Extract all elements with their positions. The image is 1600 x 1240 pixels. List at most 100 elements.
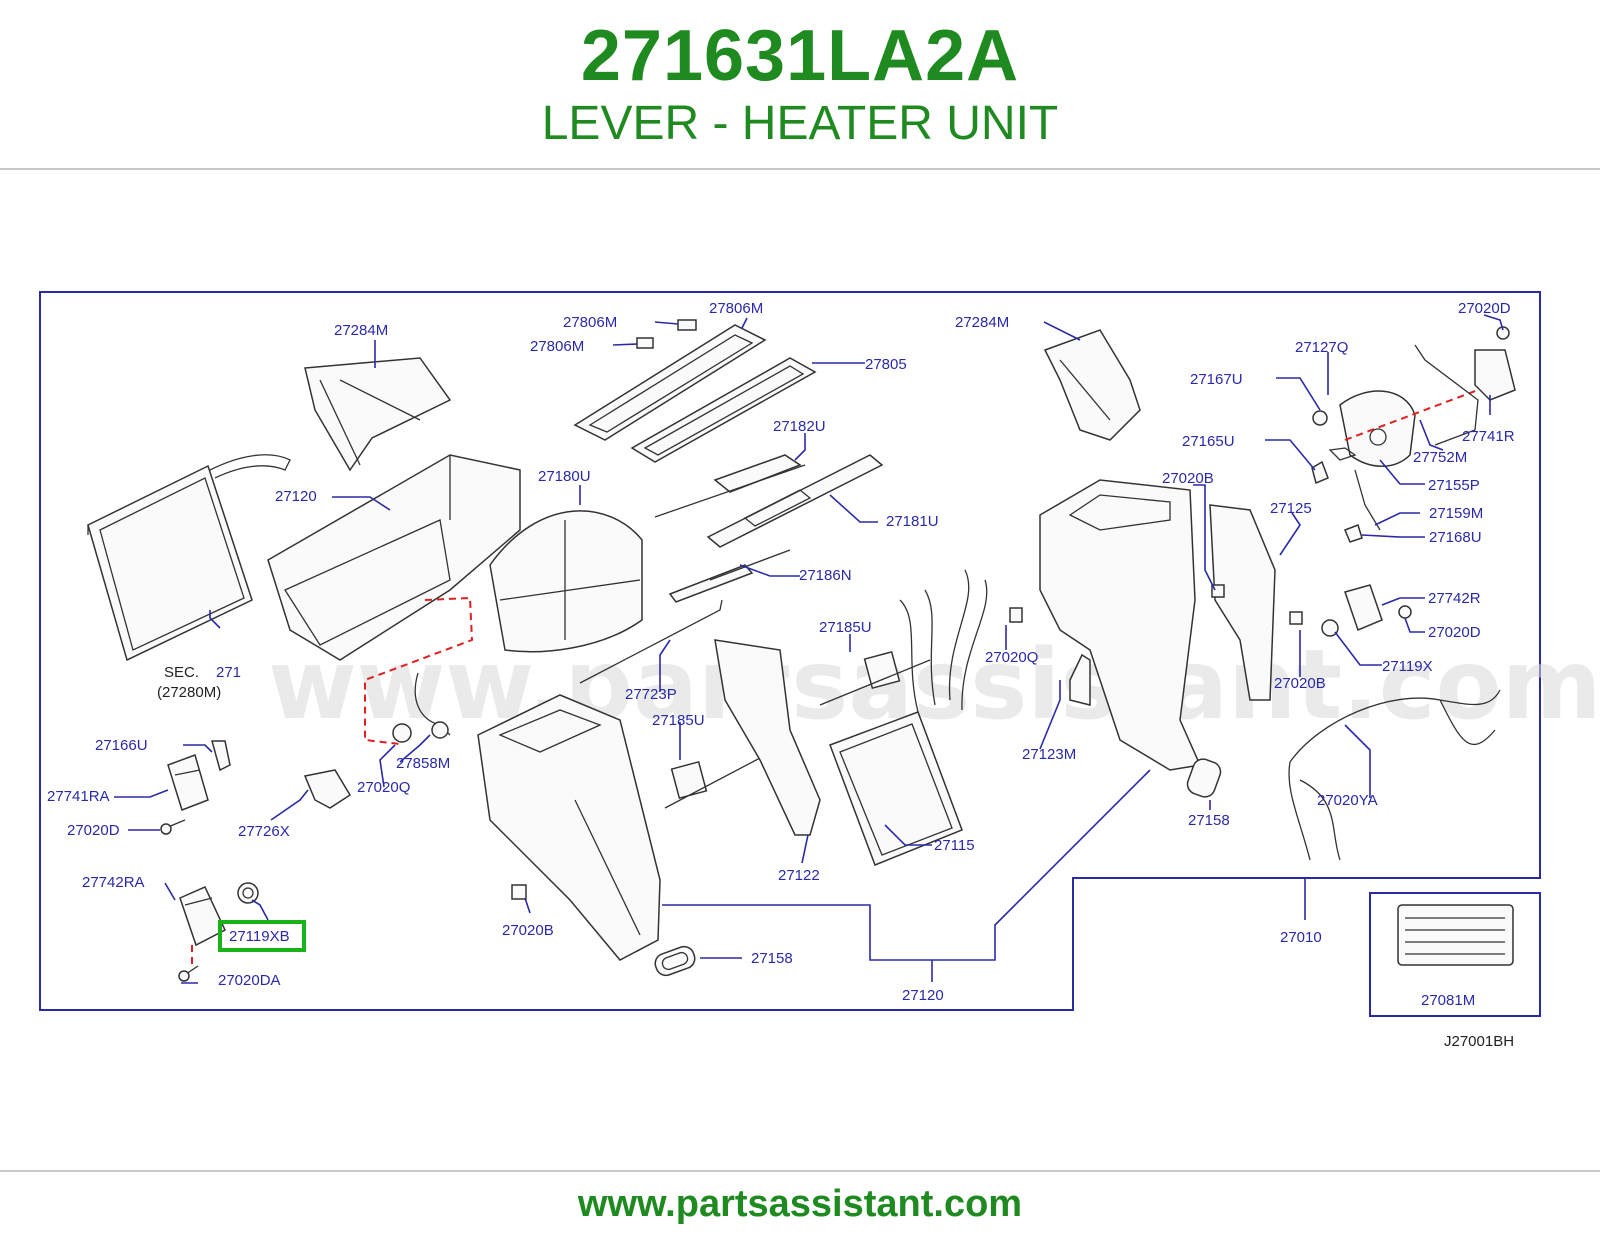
parts-diagram: www.partsassistant.com: [39, 291, 1600, 1050]
label-27020B-center[interactable]: 27020B: [502, 922, 554, 939]
clip-27168U: [1344, 524, 1363, 543]
screw-27020DA: [178, 965, 199, 982]
label-27119X[interactable]: 27119X: [1382, 658, 1433, 675]
bracket-27123M: [1069, 653, 1091, 706]
label-27020B-top[interactable]: 27020B: [1162, 470, 1214, 487]
evaporator-core: [87, 454, 291, 662]
label-27182U[interactable]: 27182U: [773, 418, 826, 435]
label-27123M[interactable]: 27123M: [1022, 746, 1076, 763]
leader-lines: [114, 314, 1504, 984]
screw-27020D-top: [1496, 326, 1510, 340]
header-divider: [0, 168, 1600, 170]
label-plate-27081M: [1397, 904, 1514, 966]
lever-27155P: [1339, 390, 1416, 467]
harness-27020YA: [1288, 689, 1501, 861]
label-27284M-left[interactable]: 27284M: [334, 322, 388, 339]
clip-27806M-a: [677, 319, 697, 331]
dashed-link-left: [364, 596, 474, 745]
label-27741RA[interactable]: 27741RA: [47, 788, 110, 805]
label-27186N[interactable]: 27186N: [799, 567, 852, 584]
label-27741R[interactable]: 27741R: [1462, 428, 1515, 445]
part-labels: 27284M 27806M 27806M 27806M 27805 27284M…: [47, 300, 1515, 1050]
hose-27858M: [392, 672, 451, 743]
label-27185U-lower[interactable]: 27185U: [652, 712, 705, 729]
air-filter-27805: [630, 357, 817, 463]
label-27010[interactable]: 27010: [1280, 929, 1322, 946]
gasket-27158-right: [1186, 758, 1222, 798]
label-27806M-lower[interactable]: 27806M: [530, 338, 584, 355]
housing-right: [1039, 479, 1202, 771]
label-27723P[interactable]: 27723P: [625, 686, 677, 703]
label-27180U[interactable]: 27180U: [538, 468, 591, 485]
label-27181U[interactable]: 27181U: [886, 513, 939, 530]
actuator-27742RA: [179, 886, 226, 947]
label-27806M-right[interactable]: 27806M: [709, 300, 763, 317]
label-27726X[interactable]: 27726X: [238, 823, 290, 840]
label-27125[interactable]: 27125: [1270, 500, 1312, 517]
link-27159M: [1354, 469, 1381, 531]
housing-center-27120: [477, 694, 661, 961]
label-27167U[interactable]: 27167U: [1190, 371, 1243, 388]
label-27166U[interactable]: 27166U: [95, 737, 148, 754]
clip-27167U: [1312, 410, 1328, 426]
clip-27165U: [1311, 460, 1329, 485]
label-27165U[interactable]: 27165U: [1182, 433, 1235, 450]
label-27742R[interactable]: 27742R: [1428, 590, 1481, 607]
diagram-frame: [39, 291, 1541, 1011]
label-27127Q[interactable]: 27127Q: [1295, 339, 1348, 356]
label-27020D-left[interactable]: 27020D: [67, 822, 120, 839]
actuator-27742R: [1344, 584, 1383, 632]
section-number[interactable]: 271: [216, 664, 241, 681]
label-27155P[interactable]: 27155P: [1428, 477, 1480, 494]
duct-27122: [714, 639, 821, 836]
label-27119XB[interactable]: 27119XB: [229, 928, 290, 945]
label-27115[interactable]: 27115: [934, 837, 975, 854]
label-27120-bottom[interactable]: 27120: [902, 987, 944, 1004]
label-27168U[interactable]: 27168U: [1429, 529, 1482, 546]
screw-27020D-right: [1398, 605, 1412, 619]
part-name-subtitle: LEVER - HEATER UNIT: [541, 97, 1059, 150]
label-27805[interactable]: 27805: [865, 356, 907, 373]
label-27120-left[interactable]: 27120: [275, 488, 317, 505]
label-27020D-right[interactable]: 27020D: [1428, 624, 1481, 641]
label-27159M[interactable]: 27159M: [1429, 505, 1483, 522]
label-27020B-right[interactable]: 27020B: [1274, 675, 1326, 692]
part-number-title: 271631LA2A: [580, 16, 1020, 96]
label-27020D-top[interactable]: 27020D: [1458, 300, 1511, 317]
lever-27119XB[interactable]: [237, 882, 259, 904]
watermark: www.partsassistant.com: [268, 629, 1600, 741]
rod-27723P: [579, 599, 723, 684]
duct-27125: [1209, 504, 1276, 701]
blower-grille-27180U: [489, 510, 643, 653]
door-27185U-lower: [670, 760, 708, 800]
footer-website-link[interactable]: www.partsassistant.com: [577, 1183, 1023, 1225]
clip-27020B-center: [511, 884, 527, 900]
actuator-27741RA: [167, 754, 209, 811]
label-27806M-top[interactable]: 27806M: [563, 314, 617, 331]
door-27185U-upper: [863, 650, 901, 690]
label-27020DA[interactable]: 27020DA: [218, 972, 281, 989]
lever-27119X: [1321, 619, 1339, 637]
label-27020Q-right[interactable]: 27020Q: [985, 649, 1038, 666]
section-label: SEC.: [164, 664, 199, 681]
label-27742RA[interactable]: 27742RA: [82, 874, 145, 891]
label-27185U-upper[interactable]: 27185U: [819, 619, 872, 636]
footer-divider: [0, 1170, 1600, 1172]
clip-27020B-right-b: [1289, 611, 1303, 625]
label-27858M[interactable]: 27858M: [396, 755, 450, 772]
label-27020Q-left[interactable]: 27020Q: [357, 779, 410, 796]
actuator-27741R: [1414, 344, 1516, 446]
label-27081M[interactable]: 27081M: [1421, 992, 1475, 1009]
label-27122[interactable]: 27122: [778, 867, 820, 884]
label-27284M-right[interactable]: 27284M: [955, 314, 1009, 331]
clip-27806M-b: [636, 337, 654, 349]
label-27752M[interactable]: 27752M: [1413, 449, 1467, 466]
label-27158-lower[interactable]: 27158: [751, 950, 793, 967]
label-27158-right[interactable]: 27158: [1188, 812, 1230, 829]
highlight-box-27119XB: [218, 920, 306, 952]
label-27020YA[interactable]: 27020YA: [1317, 792, 1378, 809]
diagram-code: J27001BH: [1444, 1033, 1514, 1050]
section-reference: (27280M): [157, 684, 221, 701]
lever-27127Q: [1328, 447, 1357, 461]
shaft-27185U-lower: [664, 757, 761, 809]
